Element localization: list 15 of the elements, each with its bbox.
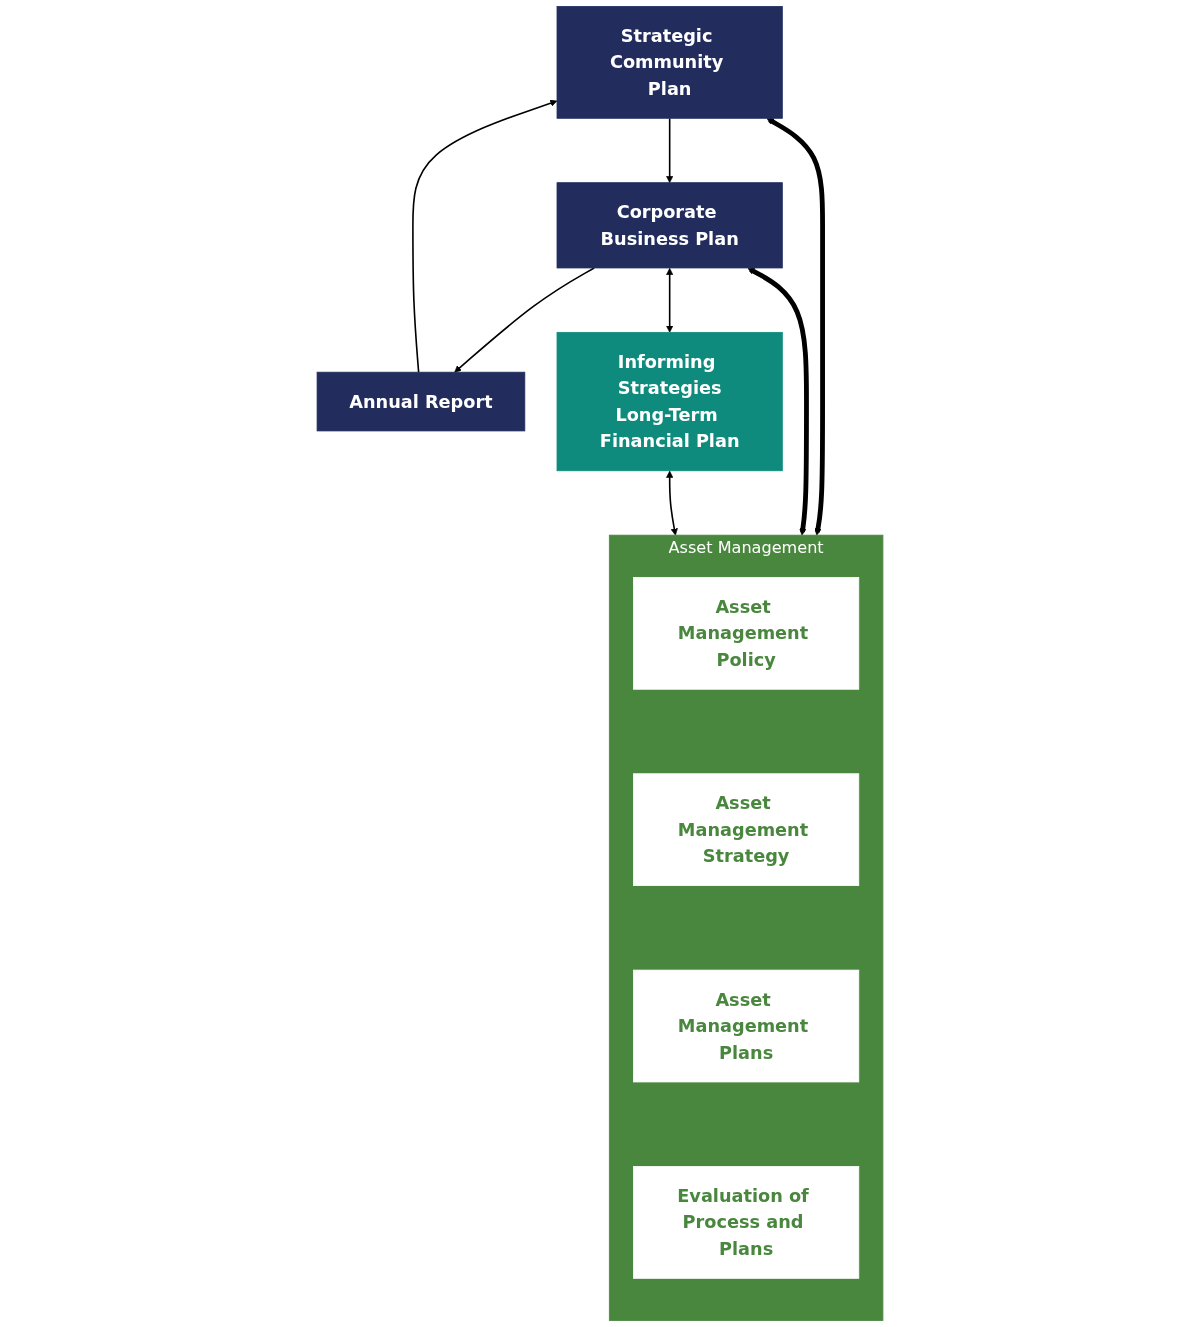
node-box: Informing Strategies Long-Term Financial Plan xyxy=(556,331,783,472)
node-box: Asset Management Strategy xyxy=(633,773,860,886)
arrow xyxy=(747,267,809,536)
arrow xyxy=(666,117,674,183)
node-box: Strategic Community Plan xyxy=(556,6,783,119)
arrow xyxy=(412,99,558,373)
arrow xyxy=(454,267,595,373)
node-box: Asset Management Plans xyxy=(633,969,860,1083)
arrow xyxy=(666,268,674,333)
node-box: Corporate Business Plan xyxy=(556,182,783,269)
arrow xyxy=(666,470,678,536)
node-box: Annual Report xyxy=(316,371,526,432)
node-box: Evaluation of Process and Plans xyxy=(633,1166,860,1279)
arrow xyxy=(766,117,825,536)
node-box: Asset Management Policy xyxy=(633,577,860,690)
